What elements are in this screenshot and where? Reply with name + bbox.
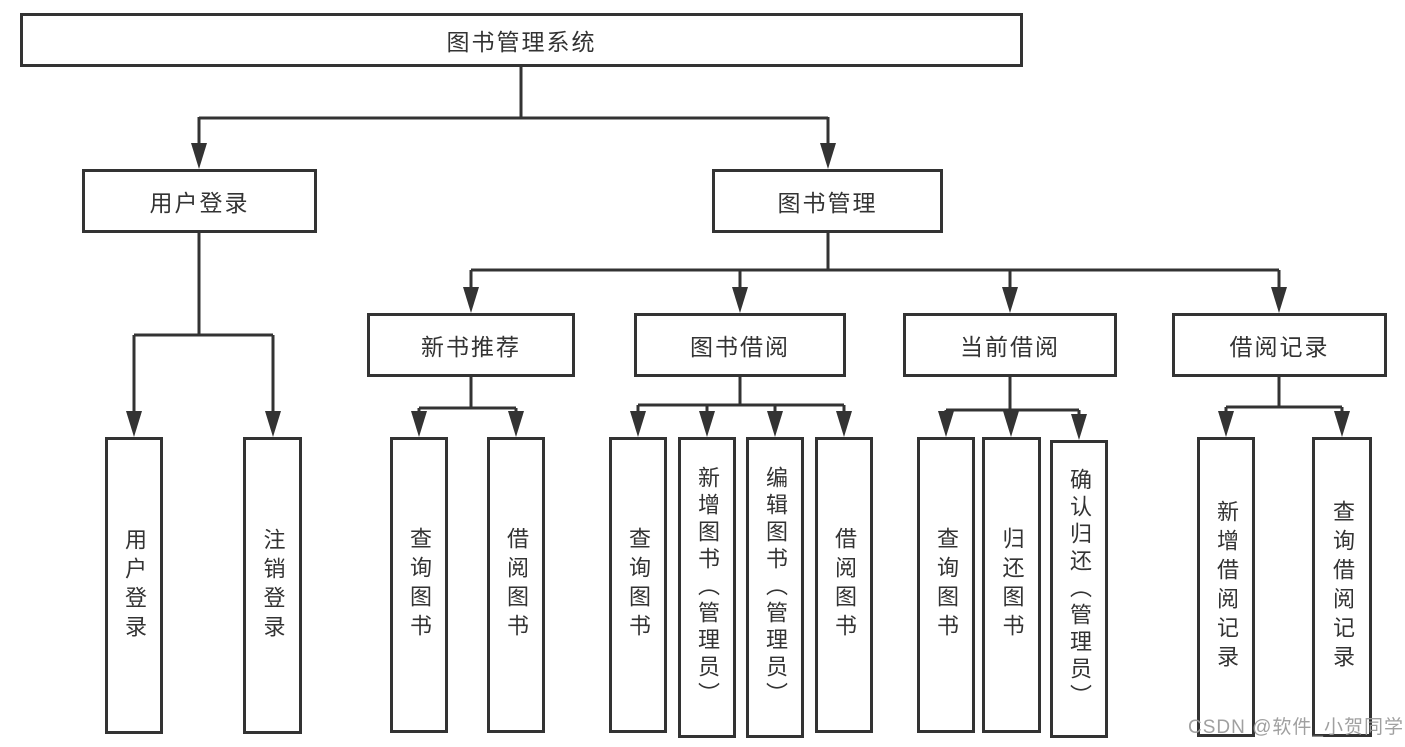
node-label: 新增借阅记录 (1214, 500, 1239, 674)
arrowhead (732, 287, 748, 313)
arrowhead (1003, 411, 1019, 437)
arrowhead (463, 287, 479, 313)
node-label: 编辑图书（管理员） (763, 466, 788, 709)
connector-current-children (944, 377, 1081, 416)
node-query-books-recommend: 查询图书 (390, 437, 448, 733)
connector-new-book-children (417, 377, 518, 413)
arrowhead (191, 143, 207, 169)
node-label: 图书管理 (777, 190, 878, 216)
node-label: 借阅记录 (1229, 334, 1330, 360)
arrowhead (1071, 414, 1087, 440)
arrowhead (265, 411, 281, 437)
connector-root-to-level2 (197, 67, 830, 145)
node-borrowing-records: 借阅记录 (1172, 313, 1387, 377)
node-book-borrowing: 图书借阅 (634, 313, 846, 377)
arrowhead (508, 411, 524, 437)
node-add-books-admin: 新增图书（管理员） (678, 437, 736, 738)
node-current-borrowing: 当前借阅 (903, 313, 1117, 377)
node-borrow-books-recommend: 借阅图书 (487, 437, 545, 733)
node-label: 用户登录 (149, 190, 250, 216)
node-add-borrow-record: 新增借阅记录 (1197, 437, 1255, 737)
connector-borrowing-children (636, 377, 846, 413)
node-return-books: 归还图书 (982, 437, 1041, 733)
node-logout: 注销登录 (243, 437, 302, 734)
node-label: 查询图书 (934, 527, 959, 643)
node-label: 注销登录 (260, 527, 286, 644)
node-label: 查询借阅记录 (1330, 500, 1355, 674)
arrowhead (1334, 411, 1350, 437)
node-user-login: 用户登录 (105, 437, 163, 734)
arrowhead (1002, 287, 1018, 313)
node-book-management: 图书管理 (712, 169, 943, 233)
node-label: 借阅图书 (832, 527, 857, 643)
arrowhead (1271, 287, 1287, 313)
node-label: 新增图书（管理员） (695, 466, 720, 709)
csdn-watermark: CSDN @软件_小贺同学 (1188, 717, 1404, 738)
node-query-books-current: 查询图书 (917, 437, 975, 733)
node-label: 确认归还（管理员） (1067, 467, 1092, 711)
node-label: 新书推荐 (421, 334, 521, 360)
node-label: 图书借阅 (690, 334, 790, 360)
node-query-borrow-record: 查询借阅记录 (1312, 437, 1372, 737)
arrowhead (630, 411, 646, 437)
node-label: 当前借阅 (960, 334, 1060, 360)
arrowhead (1218, 411, 1234, 437)
connector-user-login-children (132, 233, 275, 413)
node-user-login-group: 用户登录 (82, 169, 317, 233)
arrowhead (699, 411, 715, 437)
arrowhead (836, 411, 852, 437)
node-label: 查询图书 (407, 527, 432, 643)
arrowhead (126, 411, 142, 437)
node-query-books-borrowing: 查询图书 (609, 437, 667, 733)
node-label: 用户登录 (122, 527, 147, 644)
node-library-management-system: 图书管理系统 (20, 13, 1023, 67)
node-label: 查询图书 (626, 527, 651, 643)
connector-records-children (1224, 377, 1344, 413)
arrowhead (767, 411, 783, 437)
node-borrow-books-borrowing: 借阅图书 (815, 437, 873, 733)
node-label: 归还图书 (999, 527, 1025, 643)
node-confirm-return-admin: 确认归还（管理员） (1050, 440, 1108, 738)
node-edit-books-admin: 编辑图书（管理员） (746, 437, 804, 738)
connector-book-management-sections (469, 233, 1281, 289)
node-label: 图书管理系统 (446, 29, 597, 55)
arrowhead (411, 411, 427, 437)
arrowhead (820, 143, 836, 169)
node-label: 借阅图书 (504, 527, 529, 643)
arrowhead (938, 411, 954, 437)
node-new-book-recommendation: 新书推荐 (367, 313, 575, 377)
